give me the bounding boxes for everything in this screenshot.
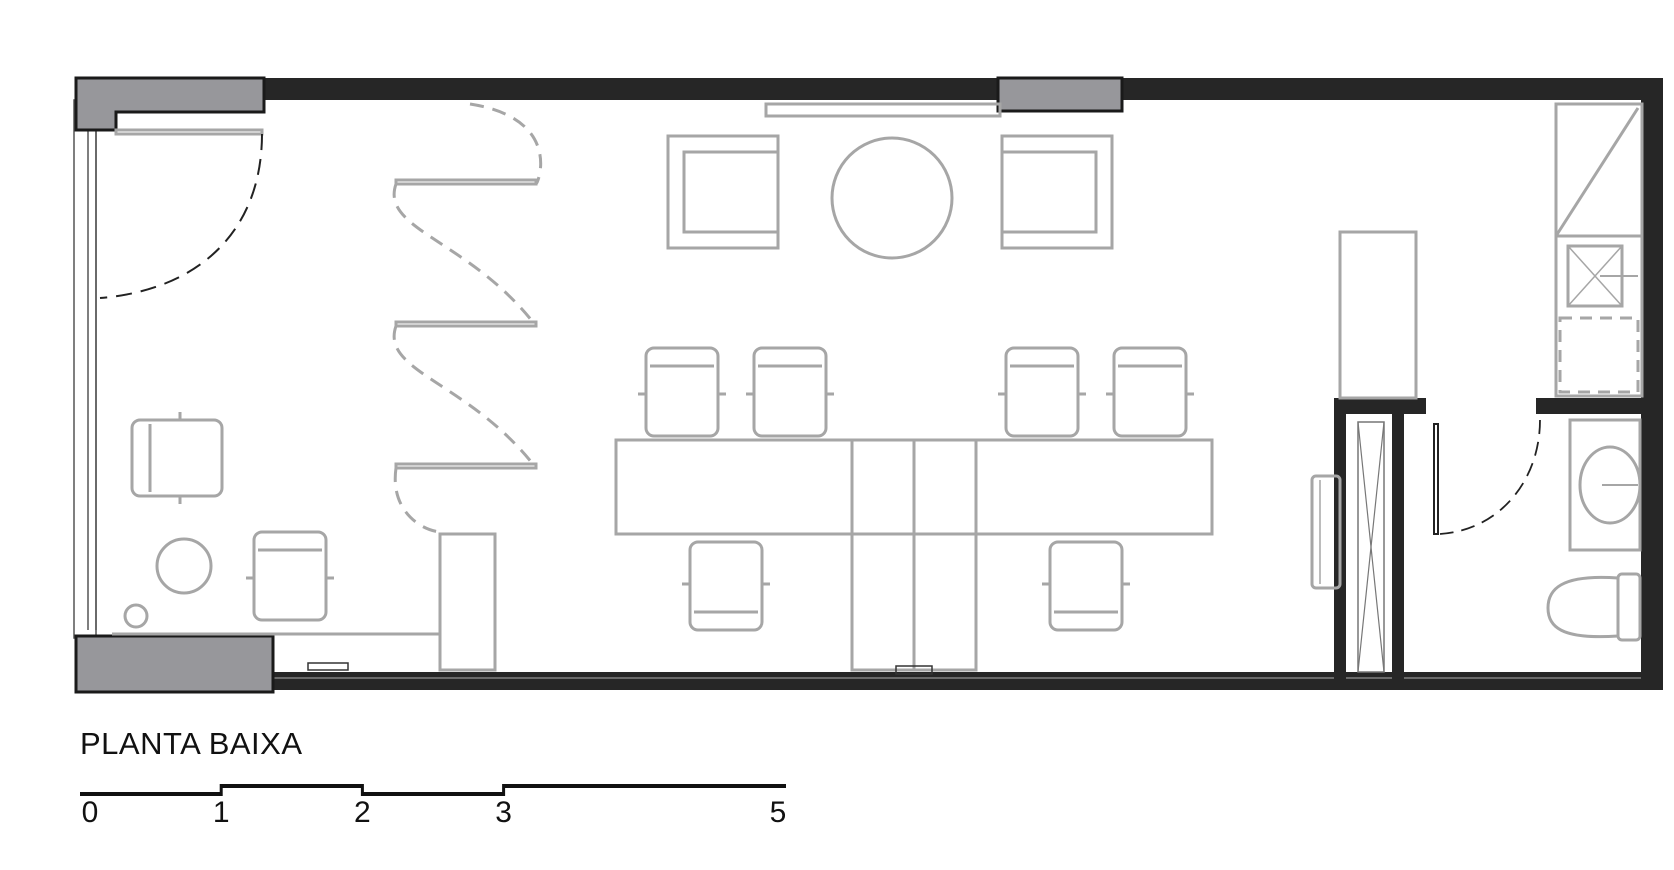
shaft-wall-right — [1392, 398, 1404, 680]
folding-door-panel — [394, 462, 538, 470]
sink-cross — [1567, 245, 1623, 307]
scale-tick-label: 3 — [495, 796, 512, 829]
toilet-tank — [1616, 572, 1642, 642]
folding-door-swing — [392, 325, 538, 469]
radiator — [1310, 474, 1342, 590]
entrance-door-swing — [99, 133, 263, 299]
scale-segment — [221, 784, 363, 788]
folding-door-swing — [393, 467, 441, 534]
floor-outlet — [895, 665, 933, 675]
right-wall — [1641, 78, 1663, 690]
scale-tick-label: 0 — [81, 796, 99, 829]
partition-panel — [438, 532, 497, 672]
refrigerator — [1338, 230, 1418, 400]
dishwasher — [1558, 316, 1640, 394]
office-chair — [246, 530, 334, 622]
column-top-middle — [996, 76, 1124, 113]
armchair-inner — [682, 150, 780, 234]
scale-step — [360, 784, 364, 796]
column-top-left — [74, 76, 266, 132]
scale-bar — [80, 784, 786, 796]
office-chair — [1106, 346, 1194, 438]
office-chair — [1042, 540, 1130, 632]
bath-wall-top-right — [1536, 398, 1643, 414]
counter-diagonal — [1554, 107, 1640, 237]
columns — [74, 76, 1124, 694]
folding-door-panel — [394, 320, 538, 328]
column-bottom-left — [74, 634, 275, 694]
bath-wall-top-left — [1334, 398, 1426, 414]
shaft-cross — [1357, 421, 1385, 673]
floor-outlet — [307, 662, 349, 671]
office-chair — [998, 346, 1086, 438]
folding-door-swing — [469, 102, 543, 186]
wall-tv — [764, 102, 1002, 118]
wastebasket — [123, 603, 149, 629]
bathroom-sink — [1578, 445, 1642, 525]
drawing-title: PLANTA BAIXA — [80, 726, 303, 761]
entrance-door-leaf — [114, 128, 264, 136]
left-glazing — [73, 99, 97, 639]
scale-tick-label: 2 — [354, 796, 371, 829]
side-table — [155, 537, 213, 595]
armchair-reception — [130, 412, 224, 504]
scale-step — [502, 784, 506, 796]
armchair-inner — [1000, 150, 1098, 234]
bottom-wall-line — [272, 677, 1641, 679]
office-chair — [682, 540, 770, 632]
top-wall — [78, 78, 1663, 101]
scale-step — [219, 784, 223, 796]
furniture — [99, 102, 1644, 675]
scale-segment — [80, 792, 222, 796]
folding-door-panel — [394, 178, 538, 186]
kitchen-counter — [1554, 102, 1644, 398]
top-wall-inner-line — [110, 100, 1643, 102]
folding-door-swing — [392, 183, 538, 327]
bottom-wall — [272, 672, 1663, 690]
bathroom-door-leaf — [1433, 423, 1439, 535]
round-table — [830, 136, 954, 260]
toilet — [1546, 575, 1620, 639]
bathroom-door-swing — [1439, 419, 1541, 535]
scale-tick-label: 5 — [769, 796, 787, 829]
scale-segment — [362, 792, 504, 796]
office-chair — [746, 346, 834, 438]
scale-segment — [503, 784, 786, 788]
scale-tick-label: 1 — [212, 796, 230, 829]
office-chair — [638, 346, 726, 438]
exterior-walls — [73, 78, 1663, 690]
